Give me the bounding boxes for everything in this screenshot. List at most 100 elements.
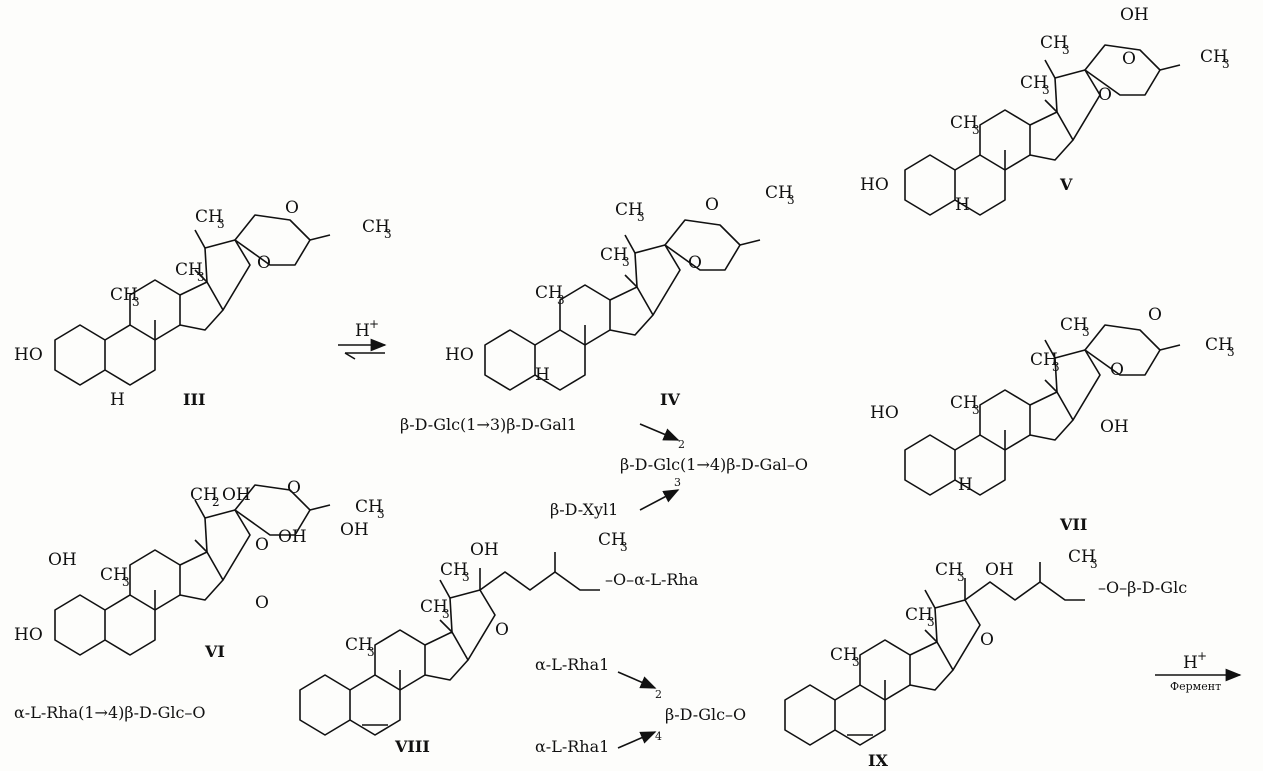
svg-text:O: O bbox=[287, 478, 301, 498]
svg-text:OH: OH bbox=[222, 485, 251, 505]
svg-text:+: + bbox=[1197, 649, 1207, 663]
enzyme-label: Фермент bbox=[1170, 680, 1221, 693]
svg-text:OH: OH bbox=[278, 527, 307, 547]
svg-text:H: H bbox=[958, 475, 973, 495]
svg-text:3: 3 bbox=[787, 193, 795, 207]
svg-text:3: 3 bbox=[217, 217, 225, 231]
svg-text:3: 3 bbox=[637, 210, 645, 224]
svg-text:+: + bbox=[369, 317, 379, 331]
svg-text:3: 3 bbox=[1082, 325, 1090, 339]
ix-glc: β-D-Glc–O bbox=[665, 705, 746, 724]
svg-text:OH: OH bbox=[340, 520, 369, 540]
svg-text:3: 3 bbox=[1090, 557, 1098, 571]
svg-text:CH: CH bbox=[765, 183, 793, 203]
svg-text:O: O bbox=[255, 593, 269, 613]
iii-o2: O bbox=[257, 253, 271, 273]
svg-text:HO: HO bbox=[860, 175, 889, 195]
svg-text:OH: OH bbox=[470, 540, 499, 560]
svg-text:CH: CH bbox=[950, 393, 978, 413]
ix-rha-b: α-L-Rha1 bbox=[535, 737, 609, 756]
svg-text:O: O bbox=[980, 630, 994, 650]
svg-text:CH: CH bbox=[420, 597, 448, 617]
viii-chain: α-L-Rha(1→4)β-D-Glc–O bbox=[14, 703, 206, 722]
svg-text:CH: CH bbox=[615, 200, 643, 220]
equilibrium-arrow: H + bbox=[338, 317, 387, 360]
svg-text:CH: CH bbox=[1060, 315, 1088, 335]
label-vi: VI bbox=[204, 642, 225, 661]
svg-text:3: 3 bbox=[442, 607, 450, 621]
vii-glc-gal: β-D-Glc(1→3)β-D-Gal1 bbox=[400, 415, 577, 434]
svg-text:3: 3 bbox=[462, 570, 470, 584]
iv-ho: HO bbox=[445, 345, 474, 365]
compound-v: HO CH 3 CH 3 CH 3 CH 3 OH O O H V bbox=[860, 5, 1230, 216]
svg-text:HO: HO bbox=[14, 625, 43, 645]
compound-vii: HO CH 3 CH 3 CH 3 CH 3 O O OH H VII bbox=[870, 305, 1235, 534]
compound-iii: HO CH 3 CH 3 CH 3 CH 3 O O H III bbox=[14, 198, 392, 410]
svg-text:3: 3 bbox=[674, 476, 681, 489]
label-ix: IX bbox=[868, 751, 888, 770]
svg-text:3: 3 bbox=[122, 575, 130, 589]
compound-iv: HO CH 3 CH 3 CH 3 CH 3 O O H IV bbox=[445, 183, 795, 409]
final-h: H bbox=[1183, 653, 1198, 673]
svg-text:CH: CH bbox=[600, 245, 628, 265]
hydrolysis-arrow: H + Фермент bbox=[1155, 649, 1242, 693]
svg-text:3: 3 bbox=[1227, 345, 1235, 359]
svg-text:3: 3 bbox=[957, 570, 965, 584]
svg-text:3: 3 bbox=[367, 645, 375, 659]
h-plus-label: H bbox=[355, 321, 370, 341]
svg-text:O: O bbox=[1122, 49, 1136, 69]
label-viii: VIII bbox=[394, 737, 430, 756]
svg-text:3: 3 bbox=[1062, 43, 1070, 57]
svg-text:2: 2 bbox=[678, 438, 685, 451]
svg-text:3: 3 bbox=[852, 655, 860, 669]
iii-ch3-c: CH bbox=[110, 285, 138, 305]
svg-text:CH: CH bbox=[1068, 547, 1096, 567]
svg-text:O: O bbox=[1098, 85, 1112, 105]
svg-text:CH: CH bbox=[355, 497, 383, 517]
svg-text:3: 3 bbox=[972, 123, 980, 137]
svg-text:3: 3 bbox=[927, 615, 935, 629]
label-iv: IV bbox=[660, 390, 680, 409]
svg-text:3: 3 bbox=[557, 293, 565, 307]
svg-text:CH: CH bbox=[440, 560, 468, 580]
svg-text:O: O bbox=[1148, 305, 1162, 325]
svg-text:CH: CH bbox=[598, 530, 626, 550]
svg-text:CH: CH bbox=[1040, 33, 1068, 53]
compound-vi: HO OH CH 3 CH 2 OH CH 3 O OH OH O O VI bbox=[14, 478, 385, 661]
svg-text:H: H bbox=[535, 365, 550, 385]
label-vii: VII bbox=[1059, 515, 1087, 534]
ix-rha-a: α-L-Rha1 bbox=[535, 655, 609, 674]
iv-ch3: CH bbox=[535, 283, 563, 303]
svg-text:OH: OH bbox=[1100, 417, 1129, 437]
svg-text:3: 3 bbox=[622, 255, 630, 269]
svg-text:3: 3 bbox=[377, 507, 385, 521]
svg-text:CH: CH bbox=[100, 565, 128, 585]
svg-text:2: 2 bbox=[212, 495, 220, 509]
svg-text:4: 4 bbox=[655, 730, 662, 743]
iii-ch3-c2: CH bbox=[175, 260, 203, 280]
svg-text:CH: CH bbox=[1200, 47, 1228, 67]
viii-rha: –O–α-L-Rha bbox=[605, 570, 699, 589]
svg-text:O: O bbox=[705, 195, 719, 215]
iii-ch3-c4: CH bbox=[362, 217, 390, 237]
iii-ch3-c3: CH bbox=[195, 207, 223, 227]
iii-ho: HO bbox=[14, 345, 43, 365]
svg-text:3: 3 bbox=[197, 270, 205, 284]
svg-text:3: 3 bbox=[620, 540, 628, 554]
svg-text:OH: OH bbox=[48, 550, 77, 570]
svg-text:CH: CH bbox=[1030, 350, 1058, 370]
svg-text:3: 3 bbox=[1222, 57, 1230, 71]
svg-text:OH: OH bbox=[1120, 5, 1149, 25]
svg-text:CH: CH bbox=[935, 560, 963, 580]
compound-viii: CH 3 CH 3 CH 3 OH CH 3 –O–α-L-Rha O α-L-… bbox=[14, 530, 699, 756]
iii-h: H bbox=[110, 390, 125, 410]
svg-text:HO: HO bbox=[870, 403, 899, 423]
svg-text:H: H bbox=[955, 195, 970, 215]
svg-text:3: 3 bbox=[132, 295, 140, 309]
svg-text:2: 2 bbox=[655, 688, 662, 701]
svg-text:O: O bbox=[495, 620, 509, 640]
svg-text:CH: CH bbox=[1020, 73, 1048, 93]
vii-glc-main: β-D-Glc(1→4)β-D-Gal–O bbox=[620, 455, 808, 474]
svg-text:3: 3 bbox=[384, 227, 392, 241]
